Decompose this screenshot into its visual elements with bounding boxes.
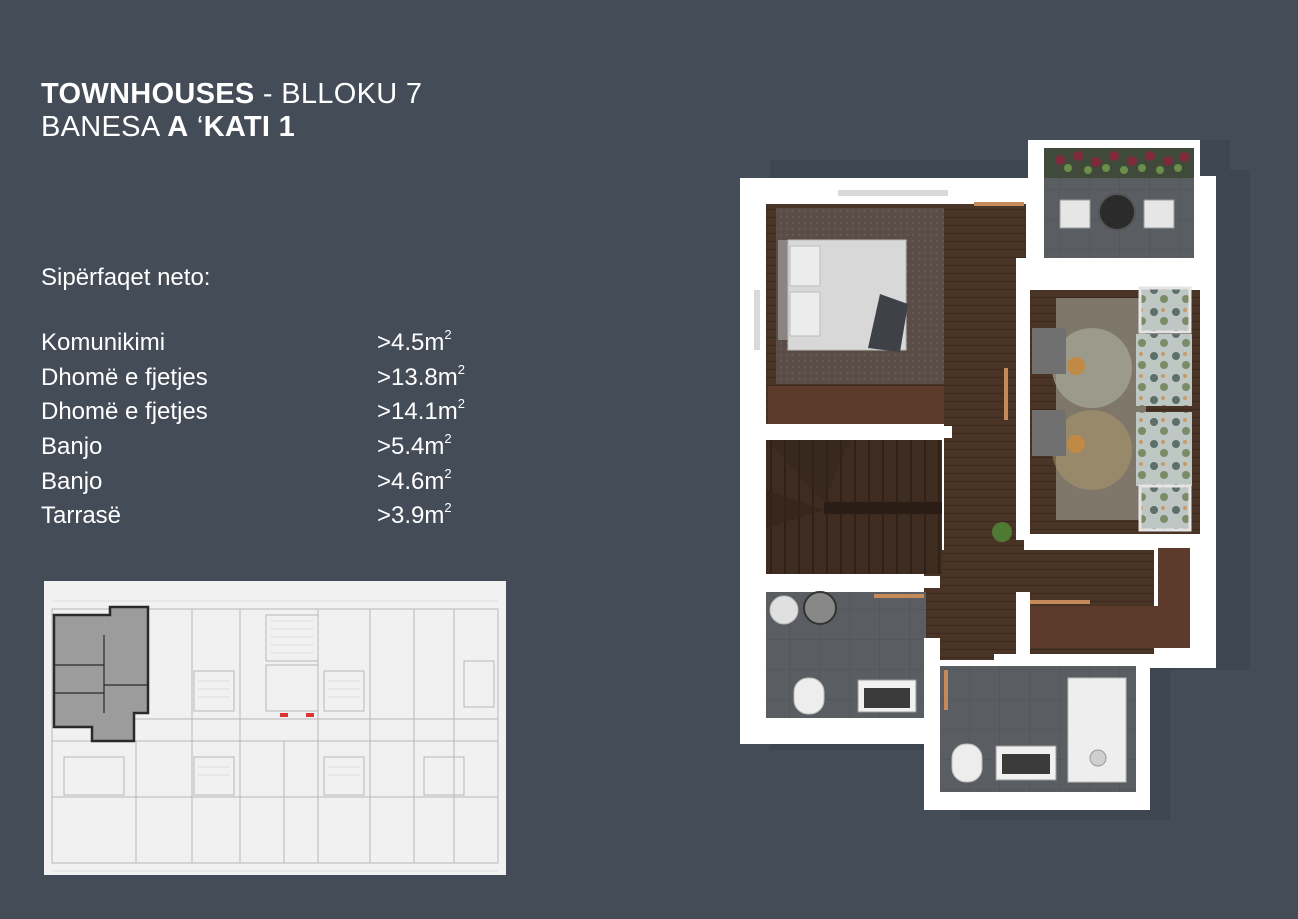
area-name: Banjo — [41, 467, 103, 495]
title-line-1: TOWNHOUSES - BLLOKU 7 — [41, 78, 422, 111]
area-name: Banjo — [41, 433, 103, 461]
key-plan-drawing — [51, 600, 499, 872]
bed-2a-blanket — [1136, 334, 1192, 406]
title-block: - BLLOKU 7 — [254, 78, 423, 110]
area-name: Dhomë e fjetjes — [41, 363, 208, 391]
interior-walls — [758, 258, 1216, 744]
key-plan-highlighted-unit — [52, 605, 150, 743]
area-value: >14.1m2 — [377, 396, 465, 426]
title-unit-a: A — [167, 111, 189, 143]
area-value: >4.5m2 — [377, 327, 452, 357]
area-value: >3.9m2 — [377, 500, 452, 530]
area-name: Tarrasë — [41, 502, 122, 530]
floor-plan — [730, 130, 1250, 830]
area-value: >4.6m2 — [377, 465, 452, 495]
key-plan — [44, 581, 506, 875]
area-value: >5.4m2 — [377, 431, 452, 461]
desk-2b — [1032, 410, 1066, 456]
net-areas-list: Komunikimi>4.5m2 Dhomë e fjetjes>13.8m2 … — [41, 326, 501, 534]
title-floor: KATI 1 — [203, 111, 296, 143]
bed-2b-blanket — [1136, 412, 1192, 486]
bed-2a — [1138, 286, 1192, 334]
area-row: Tarrasë >3.9m2 — [41, 499, 501, 534]
area-row: Banjo >4.6m2 — [41, 464, 501, 499]
title-banesa: BANESA — [41, 111, 168, 143]
blanket — [868, 294, 908, 352]
page-title: TOWNHOUSES - BLLOKU 7 BANESA A ‘KATI 1 — [41, 78, 422, 144]
area-row: Banjo >5.4m2 — [41, 430, 501, 465]
floor-plan-drawing — [740, 140, 1250, 820]
wardrobe-1 — [768, 386, 944, 424]
title-quote: ‘ — [188, 111, 204, 143]
desk-2a — [1032, 328, 1066, 374]
area-name: Komunikimi — [41, 329, 166, 357]
area-name: Dhomë e fjetjes — [41, 398, 208, 426]
area-row: Dhomë e fjetjes >13.8m2 — [41, 361, 501, 396]
area-value: >13.8m2 — [377, 361, 465, 391]
title-line-2: BANESA A ‘KATI 1 — [41, 111, 422, 144]
area-row: Komunikimi >4.5m2 — [41, 326, 501, 361]
net-areas-heading: Sipërfaqet neto: — [41, 264, 211, 291]
bed-2b — [1138, 484, 1192, 532]
plant — [992, 522, 1012, 542]
title-townhouses: TOWNHOUSES — [41, 78, 255, 110]
area-row: Dhomë e fjetjes >14.1m2 — [41, 395, 501, 430]
